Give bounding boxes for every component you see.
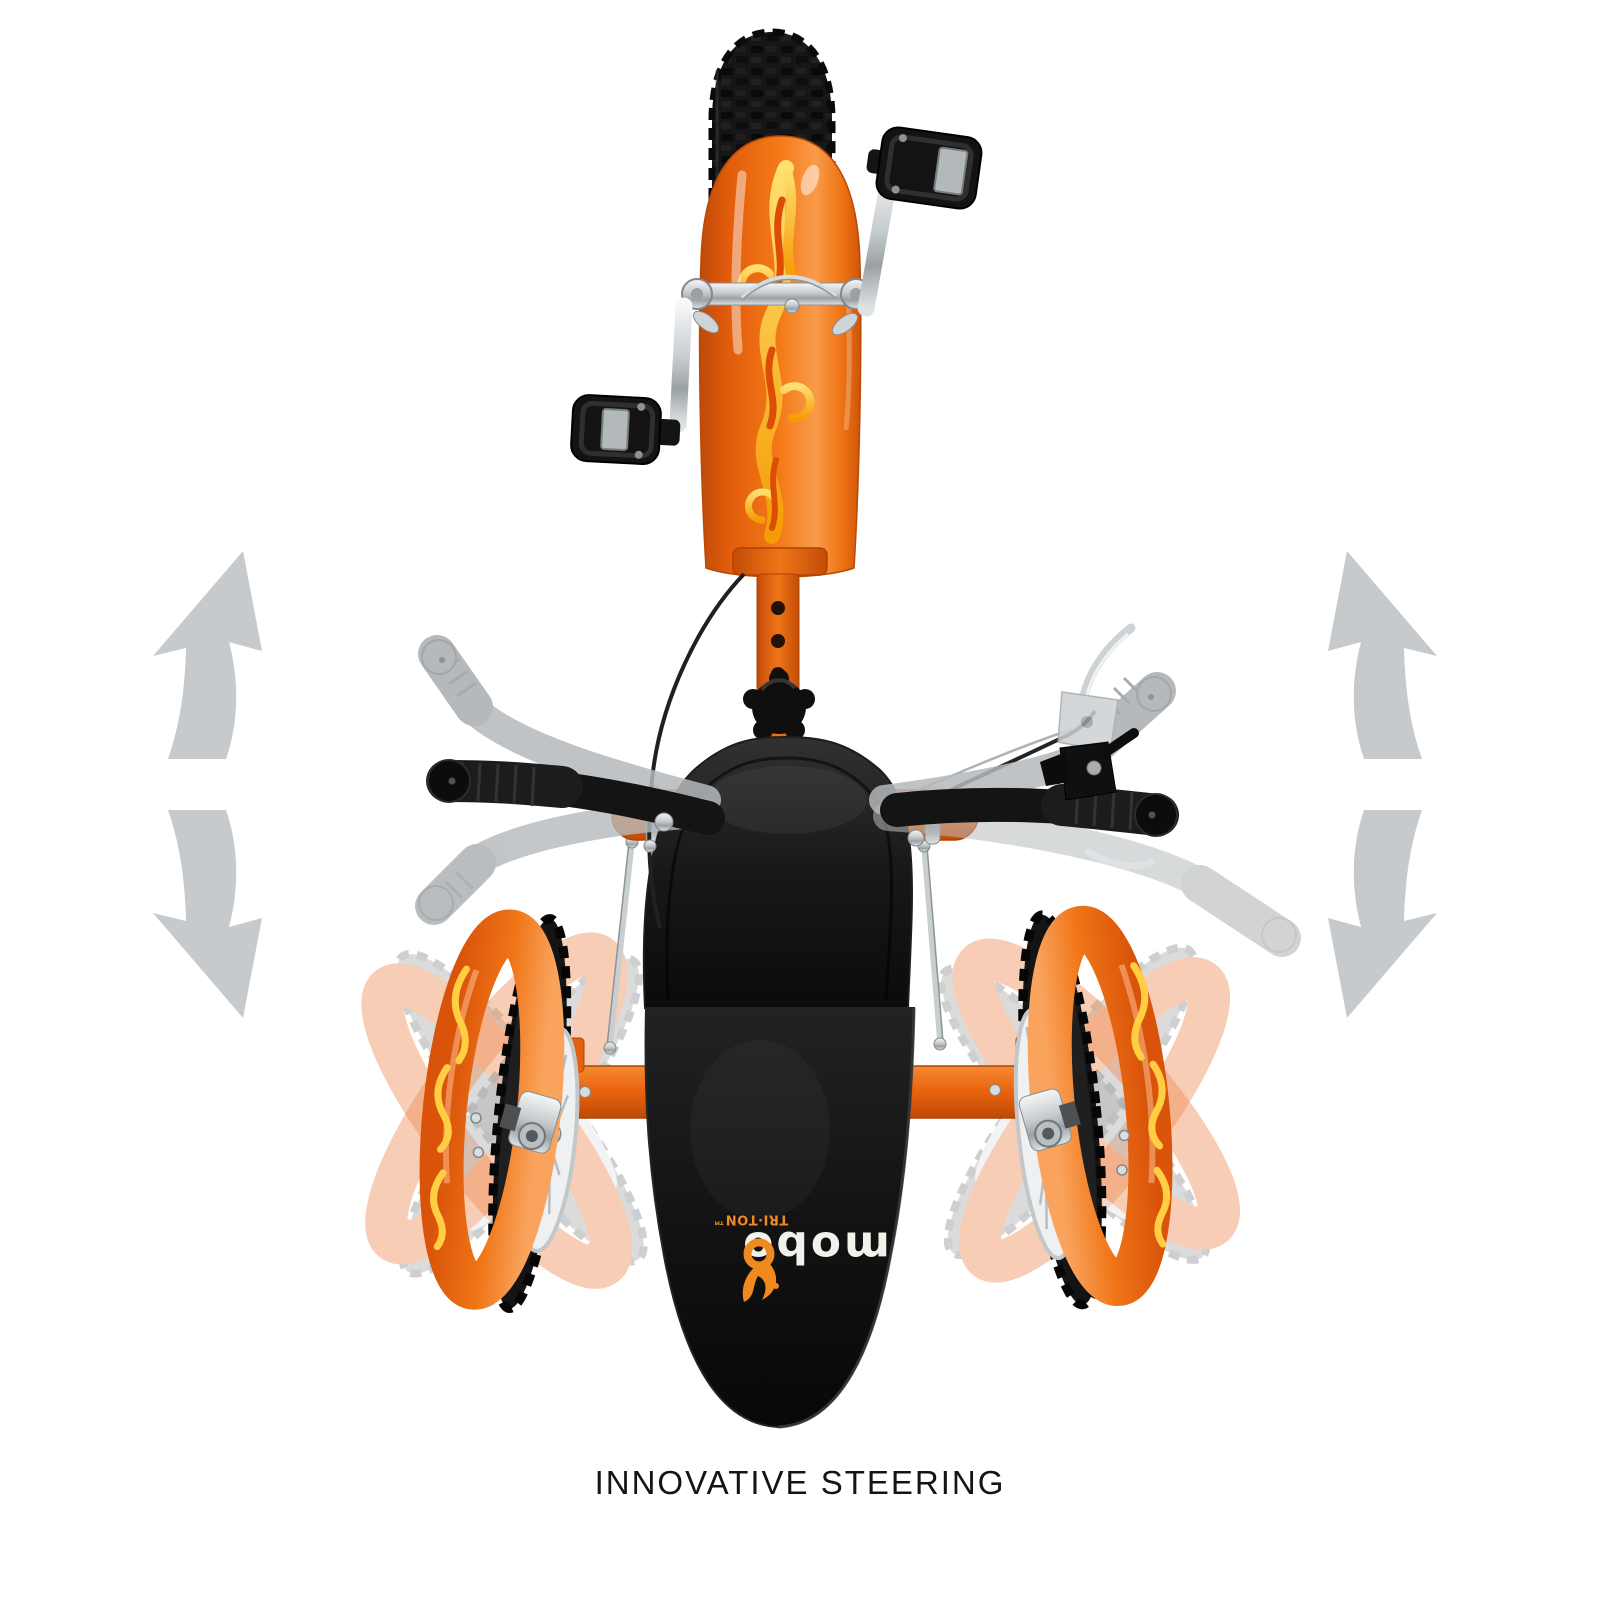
handlebar-right xyxy=(880,728,1179,847)
front-wheel-assembly xyxy=(570,28,983,740)
brake-lever-solid xyxy=(1040,728,1139,801)
pedal-left xyxy=(570,394,681,466)
seat-logo-flame-icon xyxy=(742,1264,777,1302)
seat-back xyxy=(642,735,913,1009)
fender-flame-decal-left xyxy=(430,965,470,1251)
right-down-arrow xyxy=(1328,810,1437,1018)
seat-logo-flame-ring xyxy=(743,1238,775,1270)
seat-pan: mobo TRI·TON™ xyxy=(644,1007,916,1429)
caster-bracket-left xyxy=(499,1091,562,1154)
right-up-arrow xyxy=(1328,551,1437,759)
caption-innovative-steering: INNOVATIVE STEERING xyxy=(594,1464,1006,1501)
seat-back-seam xyxy=(665,756,893,1001)
seat-logo-model: TRI·TON™ xyxy=(712,1212,788,1227)
pedal-right xyxy=(866,126,983,210)
brake-straddle-wire xyxy=(740,274,838,300)
left-down-arrow xyxy=(153,810,262,1018)
seat-logo: mobo TRI·TON™ xyxy=(712,1212,890,1302)
fender-flame-decal-right xyxy=(1130,962,1171,1248)
steering-tie-rod-right xyxy=(917,839,947,1051)
fender-bolt xyxy=(784,298,800,314)
rear-wheel-right xyxy=(1013,905,1173,1310)
boom-clamp-knob xyxy=(743,669,815,740)
rear-wheel-left xyxy=(419,909,580,1314)
fork-crossbar xyxy=(732,547,828,576)
handlebar-left xyxy=(426,759,725,853)
brake-lever-ghost xyxy=(1057,623,1136,753)
front-fender-flame-decal xyxy=(737,160,815,544)
handlebar-left-ghost-up xyxy=(418,635,721,815)
caster-bracket-right xyxy=(1018,1088,1081,1152)
crank-arm-left xyxy=(669,297,693,433)
left-up-arrow xyxy=(153,551,262,759)
handlebar-right-ghost-up xyxy=(869,623,1176,815)
